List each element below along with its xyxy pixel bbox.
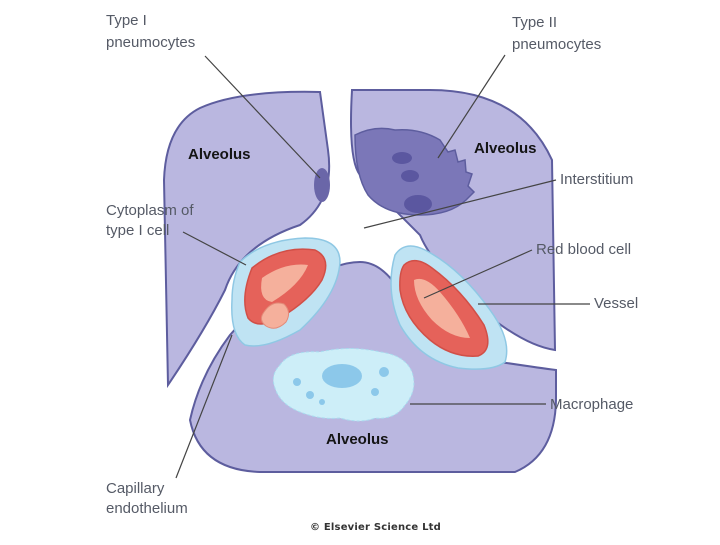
label-cytoplasm-line1: Cytoplasm of — [106, 202, 194, 219]
macrophage-vacuole-1 — [293, 378, 301, 386]
label-type1-line1: Type I — [106, 12, 147, 29]
left-rbc-fragment — [260, 302, 290, 329]
alveolus-label-bottom: Alveolus — [326, 431, 389, 448]
label-capillary-line2: endothelium — [106, 500, 188, 517]
leader-cytoplasm — [182, 231, 247, 266]
leader-lines — [175, 54, 590, 479]
alveolus-label-left: Alveolus — [188, 146, 251, 163]
label-type1-line2: pneumocytes — [106, 34, 196, 51]
macrophage-vacuole-5 — [319, 399, 325, 405]
macrophage-vacuole-3 — [371, 388, 379, 396]
label-type2-line2: pneumocytes — [512, 36, 602, 53]
label-type2-line1: Type II — [512, 14, 558, 31]
type1-nucleus — [314, 168, 330, 202]
label-interstitium: Interstitium — [560, 171, 634, 188]
type2-nucleus-b — [401, 170, 419, 182]
left-rbc-center — [261, 264, 308, 302]
leader-rbc — [423, 249, 533, 299]
label-red-blood-cell: Red blood cell — [536, 241, 632, 258]
label-macrophage: Macrophage — [550, 396, 634, 413]
leader-interstitium — [363, 179, 557, 229]
leader-type2 — [437, 54, 506, 159]
type2-nucleus-c — [404, 195, 432, 213]
label-capillary-line1: Capillary — [106, 480, 165, 497]
copyright-credit: © Elsevier Science Ltd — [310, 522, 441, 533]
macrophage-vacuole-2 — [306, 391, 314, 399]
leader-type1 — [204, 55, 321, 179]
macrophage-vacuole-4 — [379, 367, 389, 377]
alveolus-top-left — [162, 90, 331, 389]
label-cytoplasm-line2: type I cell — [106, 222, 170, 239]
macrophage-nucleus — [322, 364, 362, 388]
leader-capillary — [175, 334, 233, 479]
label-vessel: Vessel — [594, 295, 639, 312]
right-rbc-center — [414, 278, 470, 338]
alveolus-label-right: Alveolus — [474, 140, 537, 157]
type2-nucleus-a — [392, 152, 412, 164]
